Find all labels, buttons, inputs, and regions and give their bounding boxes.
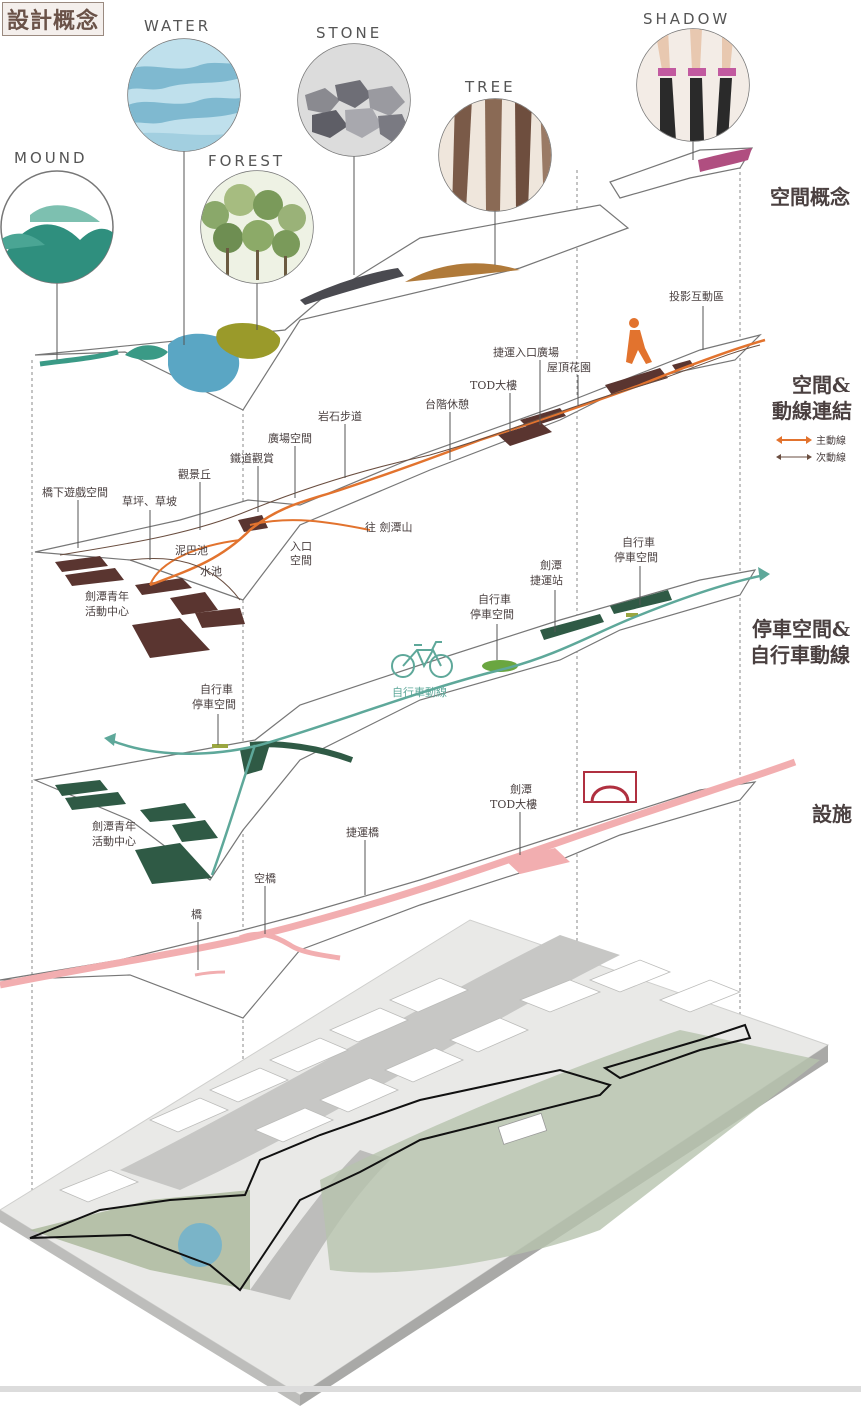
shadow-circle [636,28,750,142]
concept-site-outline [34,204,630,411]
main-route-spur [249,519,371,531]
label-bike-parking-b-2: 停車空間 [470,607,514,621]
label-bike-parking-c-2: 停車空間 [614,550,658,564]
main-route [149,338,766,587]
label-mrt-plaza: 捷運入口廣場 [493,345,559,359]
layer-title-circulation-2: 動線連結 [772,399,852,423]
legend-main-route: 主動線 [816,434,846,447]
tod-building-footprint [505,848,570,874]
label-viewpoint: 觀景丘 [178,468,211,481]
mound-circle [0,170,114,284]
stone-caption: STONE [316,24,382,42]
stone-strip [300,268,404,305]
circulation-buildings [55,360,694,658]
label-mrt-bridge: 捷運橋 [346,825,379,839]
walking-person-icon [626,318,652,364]
bike-route-arrow-east [758,567,770,581]
tree-caption: TREE [464,78,516,96]
parking-layer: 自行車 停車空間 劍潭 捷運站 自行車 停車空間 自行車 停車空間 自行車動線 … [32,535,850,884]
label-bridge: 橋 [191,907,202,921]
page-title: 設計概念 [2,2,105,36]
label-bike-parking-a-2: 停車空間 [192,697,236,711]
label-tod-2: TOD大樓 [490,797,537,811]
layer-title-facility: 設施 [812,802,852,826]
facility-layer: 劍潭 TOD大樓 捷運橋 空橋 橋 設施 [0,758,852,1019]
label-roof-garden: 屋頂花園 [547,361,591,374]
label-station-2: 捷運站 [530,573,563,587]
aerial-base-map [0,919,830,1406]
bicycle-icon [391,641,453,678]
label-bike-route: 自行車動線 [392,685,447,699]
label-water-pool: 水池 [200,565,222,578]
label-mud-pool: 泥巴池 [175,544,208,557]
label-lawn: 草坪、草坡 [122,495,177,508]
bike-route-south [210,744,257,876]
label-rock-path: 岩石步道 [318,409,362,423]
parking-site-outline [32,569,757,881]
circulation-site-outline [34,333,762,601]
mound-caption: MOUND [14,149,88,167]
bike-parking-marker-c [626,613,638,617]
main-route-loop [149,539,241,586]
water-caption: WATER [144,17,211,35]
label-bike-parking-c-1: 自行車 [622,535,655,549]
label-tod: TOD大樓 [470,378,517,392]
shadow-caption: SHADOW [643,10,730,28]
bottom-rule [0,1386,861,1392]
label-under-bridge: 橋下遊戲空間 [42,485,108,499]
label-projection-area: 投影互動區 [669,289,724,303]
layer-title-parking-2: 自行車動線 [750,643,850,667]
label-sky-bridge: 空橋 [254,871,276,885]
label-bike-parking-a-1: 自行車 [200,682,233,696]
legend: 主動線 次動線 [776,434,846,464]
water-circle [127,38,241,152]
label-station-1: 劍潭 [540,558,562,572]
bike-parking-green [482,660,518,672]
layer-title-circulation-1: 空間& [792,373,850,397]
forest-circle [200,170,314,284]
layer-title-concept: 空間概念 [770,185,850,209]
bike-parking-marker-a [212,744,228,748]
label-rail-view: 鐵道觀賞 [230,451,274,465]
sky-bridge [239,931,341,961]
layer-title-parking-1: 停車空間& [752,617,850,641]
forest-caption: FOREST [208,152,285,170]
circulation-layer: 投影互動區 捷運入口廣場 屋頂花園 TOD大樓 台階休憩 岩石步道 廣場空間 鐵… [34,289,852,658]
forest-patch [216,323,281,359]
water-pool-shape [168,333,240,393]
label-entrance-1: 入口 [290,540,312,553]
label-youth-center-p1: 劍潭青年 [92,819,136,833]
label-bike-parking-b-1: 自行車 [478,592,511,606]
label-youth-center-2: 活動中心 [85,604,129,618]
mound-strip [39,349,119,367]
label-to-mountain: 往 劍潭山 [365,520,413,534]
label-terrace: 台階休憩 [425,397,469,411]
label-youth-center-1: 劍潭青年 [85,589,129,603]
label-entrance-2: 空間 [290,553,312,567]
secondary-route-loop [129,557,241,601]
label-youth-center-p2: 活動中心 [92,834,136,848]
label-tod-1: 劍潭 [510,782,532,796]
tree-circle [438,98,552,212]
shadow-shape [698,148,752,172]
stone-circle [297,43,411,157]
legend-secondary-route: 次動線 [816,451,846,464]
mrt-bridge [0,758,797,989]
mound-patch [125,345,168,360]
bike-route-arrow-west [104,733,116,746]
arch-bridge-icon [583,771,637,803]
bike-route [109,573,766,755]
tree-shape [405,263,520,282]
label-plaza: 廣場空間 [268,431,312,445]
bridge-stub [194,970,226,977]
secondary-route [59,344,761,556]
concept-layer: MOUND WATER FOREST STONE TREE SHADOW 空間概… [0,10,850,411]
